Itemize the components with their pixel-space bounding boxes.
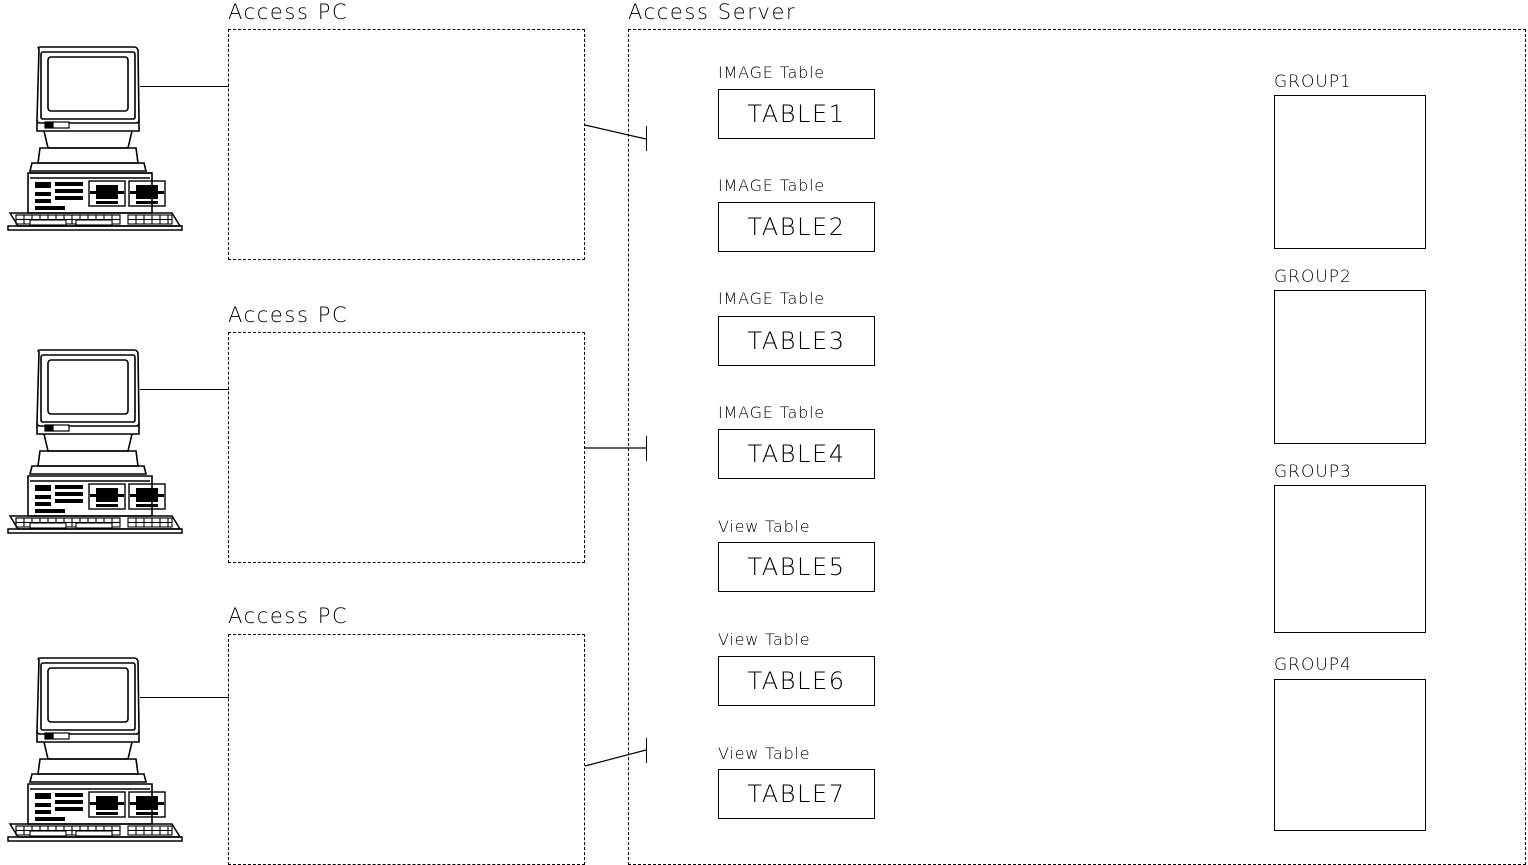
group-label-2: GROUP2	[1274, 267, 1352, 287]
table-box-7[interactable]: TABLE7	[718, 769, 875, 819]
group-box-2[interactable]	[1274, 290, 1426, 444]
connector-pc2-to-zone	[140, 389, 229, 390]
table-box-5[interactable]: TABLE5	[718, 542, 875, 592]
group-label-1: GROUP1	[1274, 72, 1352, 92]
table-name-4: TABLE4	[747, 440, 846, 468]
table-box-6[interactable]: TABLE6	[718, 656, 875, 706]
table-name-1: TABLE1	[747, 100, 846, 128]
group-label-3: GROUP3	[1274, 462, 1352, 482]
table-kind-label-6: View Table	[718, 630, 811, 649]
table-name-7: TABLE7	[747, 780, 846, 808]
table-box-3[interactable]: TABLE3	[718, 316, 875, 366]
zone-title-access-pc-3: Access PC	[228, 604, 349, 628]
desktop-computer-icon-2	[7, 349, 183, 534]
table-name-2: TABLE2	[747, 213, 846, 241]
access-pc-zone-2	[228, 332, 585, 563]
desktop-computer-icon-3	[7, 657, 183, 842]
table-kind-label-2: IMAGE Table	[718, 176, 825, 195]
access-pc-zone-1	[228, 29, 585, 260]
zone-title-access-pc-1: Access PC	[228, 0, 349, 24]
group-box-3[interactable]	[1274, 485, 1426, 633]
table-name-6: TABLE6	[747, 667, 846, 695]
group-box-1[interactable]	[1274, 95, 1426, 249]
connector-pc1-to-zone	[140, 86, 229, 87]
table-kind-label-5: View Table	[718, 517, 811, 536]
table-name-3: TABLE3	[747, 327, 846, 355]
table-kind-label-3: IMAGE Table	[718, 289, 825, 308]
desktop-computer-icon-1	[7, 46, 183, 231]
table-kind-label-4: IMAGE Table	[718, 403, 825, 422]
zone-title-access-server: Access Server	[628, 0, 797, 24]
table-kind-label-1: IMAGE Table	[718, 63, 825, 82]
group-label-4: GROUP4	[1274, 655, 1352, 675]
connector-terminator-1	[646, 126, 647, 151]
connector-terminator-2	[646, 436, 647, 461]
table-box-2[interactable]: TABLE2	[718, 202, 875, 252]
table-box-4[interactable]: TABLE4	[718, 429, 875, 479]
table-box-1[interactable]: TABLE1	[718, 89, 875, 139]
connector-pc3-to-zone	[140, 697, 229, 698]
table-kind-label-7: View Table	[718, 744, 811, 763]
group-box-4[interactable]	[1274, 679, 1426, 831]
zone-title-access-pc-2: Access PC	[228, 303, 349, 327]
table-name-5: TABLE5	[747, 553, 846, 581]
connector-terminator-3	[646, 738, 647, 763]
